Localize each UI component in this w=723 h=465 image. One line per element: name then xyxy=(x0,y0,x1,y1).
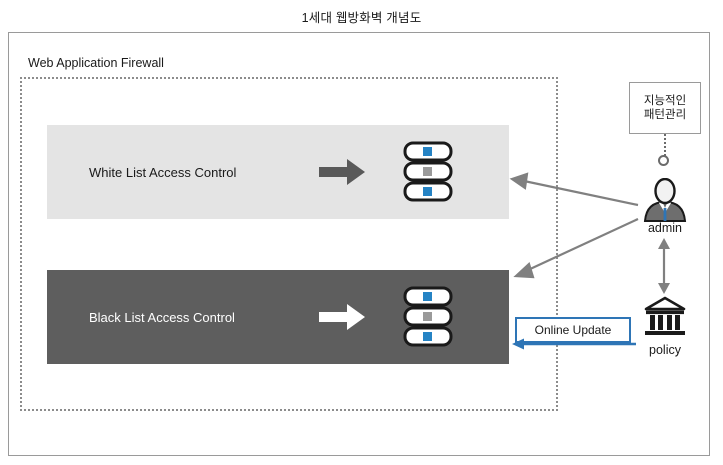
page-title: 1세대 웹방화벽 개념도 xyxy=(301,11,422,25)
admin-policy-double-arrow-icon xyxy=(652,238,676,294)
panel-black-list[interactable]: Black List Access Control xyxy=(47,270,509,364)
right-arrow-icon xyxy=(319,302,367,332)
connector-endpoint-circle-icon xyxy=(658,155,669,166)
panel-white-list-label: White List Access Control xyxy=(89,164,237,180)
right-arrow-icon xyxy=(319,157,367,187)
pattern-dotted-connector xyxy=(664,134,666,156)
server-stack-icon xyxy=(402,141,454,203)
panel-white-list[interactable]: White List Access Control xyxy=(47,125,509,219)
pattern-box-line2: 패턴관리 xyxy=(643,109,687,121)
panel-black-list-label: Black List Access Control xyxy=(89,309,235,325)
online-update-box[interactable]: Online Update xyxy=(515,317,631,343)
admin-person-icon xyxy=(641,177,689,222)
pattern-management-box[interactable]: 지능적인 패턴관리 xyxy=(629,82,701,134)
bank-building-icon xyxy=(644,296,686,340)
policy-label: policy xyxy=(649,343,681,357)
server-stack-icon xyxy=(402,286,454,348)
admin-label: admin xyxy=(647,221,683,235)
pattern-box-line1: 지능적인 xyxy=(643,94,687,107)
online-update-arrow-icon xyxy=(510,336,638,352)
online-update-label: Online Update xyxy=(534,323,612,337)
waf-container-label: Web Application Firewall xyxy=(28,56,164,70)
